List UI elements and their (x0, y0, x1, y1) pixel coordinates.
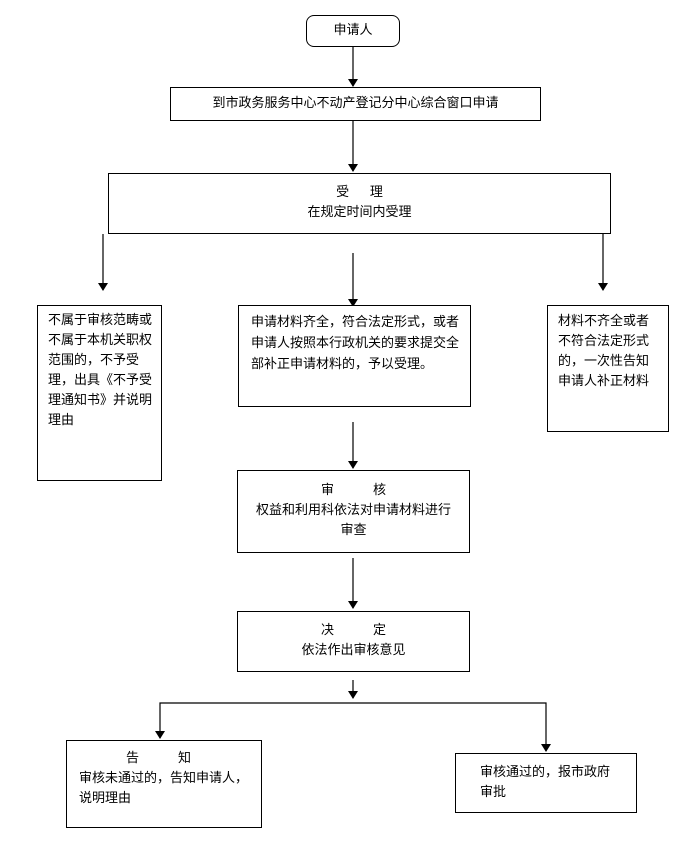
node-decision-title: 决 定 (320, 623, 399, 638)
node-incomplete-text: 材料不齐全或者不符合法定形式的，一次性告知申请人补正材料 (558, 314, 650, 389)
node-submit-application: 到市政务服务中心不动产登记分中心综合窗口申请 (170, 87, 541, 121)
node-accept-text: 在规定时间内受理 (307, 205, 412, 220)
node-approve: 审核通过的，报市政府审批 (455, 753, 637, 813)
node-notify: 告 知 审核未通过的，告知申请人，说明理由 (66, 740, 262, 828)
arrow-split-to-approve (353, 702, 551, 752)
node-accepted-text: 申请材料齐全，符合法定形式，或者申请人按照本行政机关的要求提交全部补正申请材料的… (251, 315, 460, 372)
node-review-text: 权益和利用科依法对申请材料进行审查 (255, 503, 451, 538)
node-decision: 决 定 依法作出审核意见 (237, 611, 470, 672)
node-notify-text: 审核未通过的，告知申请人，说明理由 (79, 771, 249, 806)
node-review-title: 审 核 (320, 483, 399, 498)
arrow-split-to-notify (155, 702, 353, 739)
node-accept: 受 理 在规定时间内受理 (108, 173, 611, 234)
node-accept-title: 受 理 (336, 185, 387, 200)
node-notify-title: 告 知 (125, 751, 204, 766)
node-approve-text: 审核通过的，报市政府审批 (480, 765, 611, 800)
node-accepted: 申请材料齐全，符合法定形式，或者申请人按照本行政机关的要求提交全部补正申请材料的… (238, 305, 471, 407)
node-decision-text: 依法作出审核意见 (301, 643, 406, 658)
node-applicant: 申请人 (306, 15, 400, 47)
node-reject-scope-text: 不属于审核范畴或不属于本机关职权范围的，不予受理，出具《不予受理通知书》并说明理… (48, 313, 153, 428)
node-submit-text: 到市政务服务中心不动产登记分中心综合窗口申请 (212, 96, 499, 111)
node-reject-scope: 不属于审核范畴或不属于本机关职权范围的，不予受理，出具《不予受理通知书》并说明理… (37, 305, 162, 481)
node-incomplete: 材料不齐全或者不符合法定形式的，一次性告知申请人补正材料 (547, 305, 669, 432)
node-review: 审 核 权益和利用科依法对申请材料进行审查 (237, 470, 470, 553)
node-applicant-text: 申请人 (333, 23, 373, 38)
